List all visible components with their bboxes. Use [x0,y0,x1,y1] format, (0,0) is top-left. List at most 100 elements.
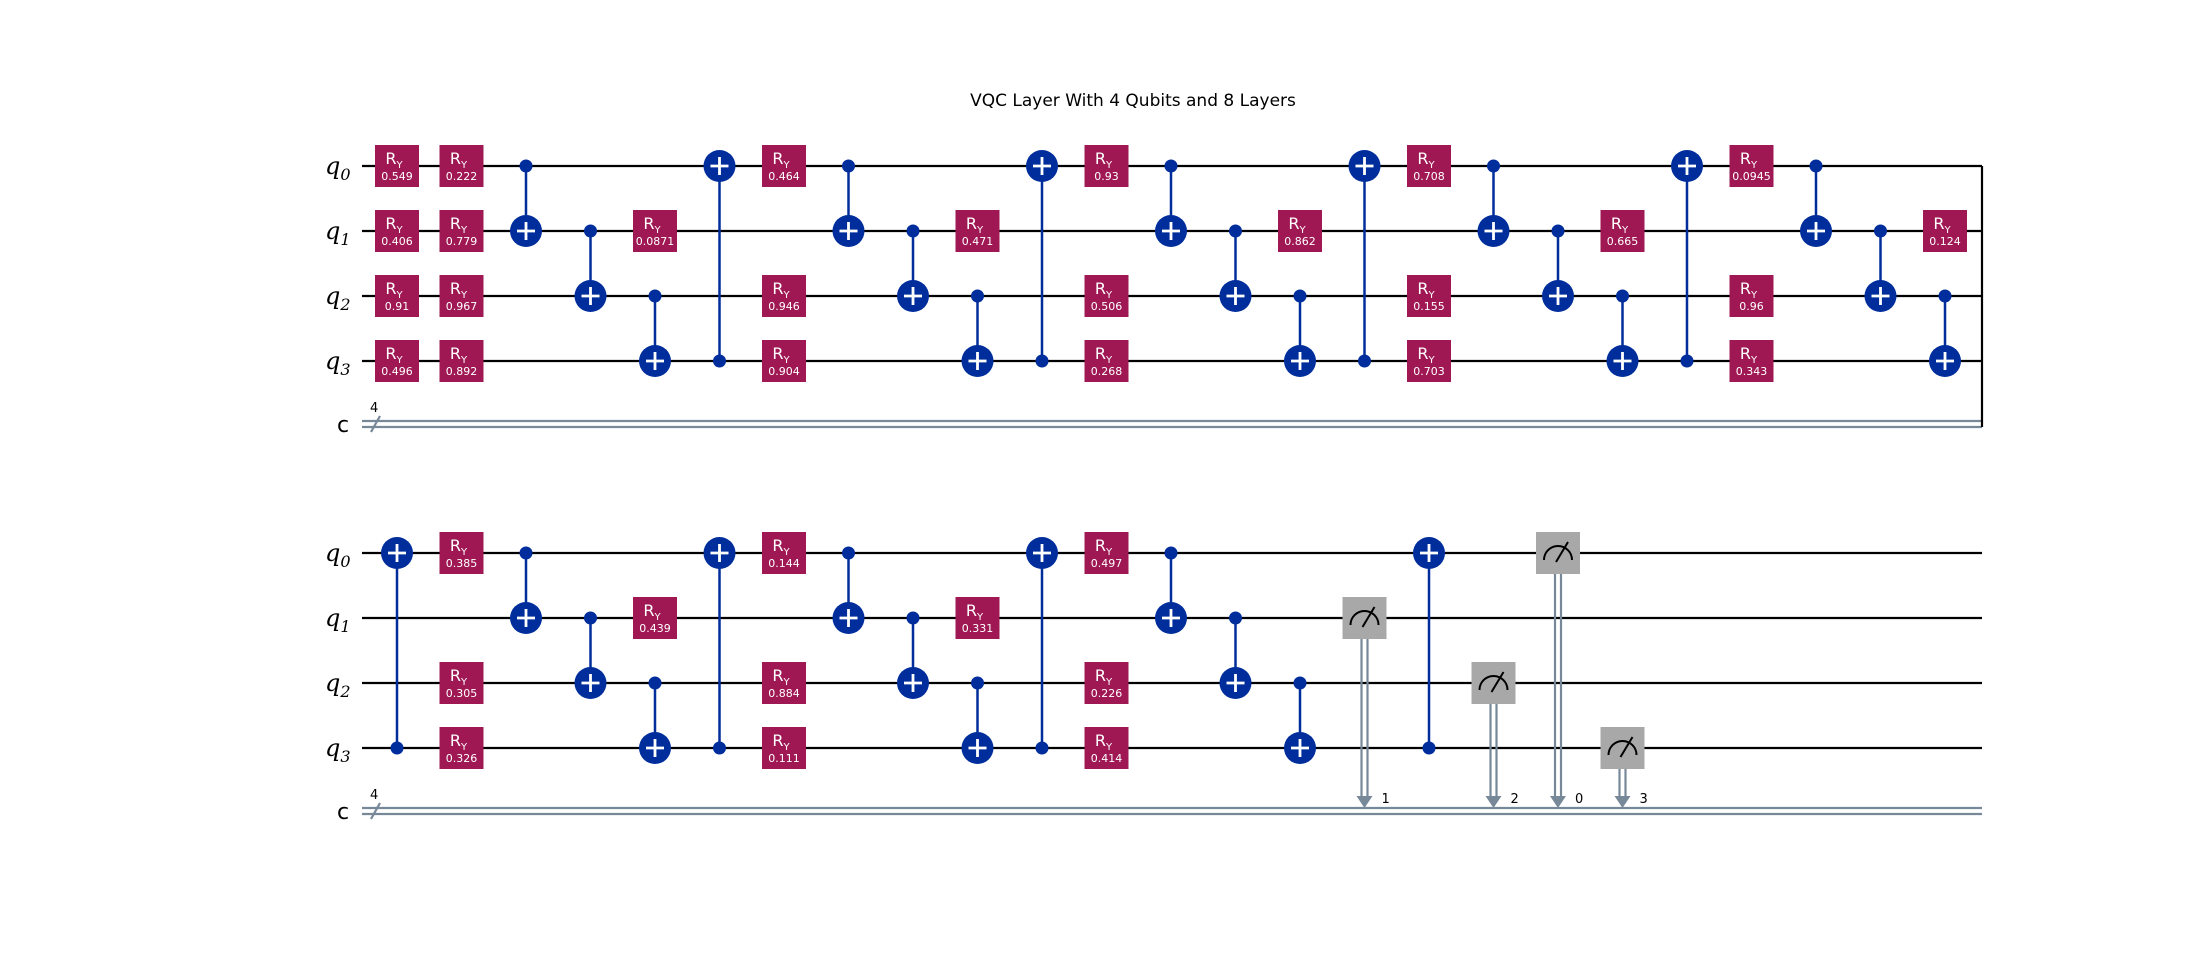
ry-gate-param: 0.779 [446,235,478,248]
ry-gate-label: RY [450,214,468,236]
ry-gate-label: RY [450,666,468,688]
ry-gate-axis: Y [1105,742,1113,753]
cnot-control-dot [1422,741,1436,755]
cnot-control-dot [1487,159,1500,173]
ry-gate-param: 0.268 [1091,365,1123,378]
ry-gate-axis: Y [460,355,468,366]
cnot-gate [897,224,929,312]
ry-gate-axis: Y [460,742,468,753]
ry-gate-box [762,532,806,574]
qubit-label: q0 [325,152,351,184]
ry-gate-name: R [1611,214,1622,233]
ry-gate-axis: Y [783,355,791,366]
ry-gate-param: 0.703 [1413,365,1445,378]
cnot-gate [1026,537,1058,755]
ry-gate-param: 0.0871 [636,235,675,248]
ry-gate-box [1600,210,1645,252]
ry-gate-name: R [385,279,396,298]
cnot-control-dot [1035,354,1049,368]
ry-gate-param: 0.155 [1413,300,1445,313]
ry-gate: RY0.111 [762,727,806,769]
ry-gate-name: R [1417,279,1428,298]
cnot-gate [1155,546,1187,634]
ry-gate: RY0.904 [762,340,806,382]
ry-gate: RY0.144 [762,532,806,574]
ry-gate: RY0.884 [762,662,806,704]
qubit-index: 1 [340,617,350,636]
ry-gate-label: RY [385,214,403,236]
cnot-gate [703,537,736,755]
ry-gate-name: R [1095,149,1106,168]
ry-gate-box [1923,210,1967,252]
cnot-gate [1477,159,1510,247]
cnot-control-dot [971,289,984,303]
cnot-control-dot [1551,224,1565,238]
qubit-label: q2 [325,282,351,314]
cnot-gate [1542,224,1574,312]
circuit-title: VQC Layer With 4 Qubits and 8 Layers [970,91,1296,111]
ry-gate-name: R [1095,731,1106,750]
qubit-name: q [325,669,340,697]
ry-gate-box [439,145,484,187]
measure-gate: 3 [1600,727,1648,808]
ry-gate: RY0.471 [955,210,1000,252]
ry-gate: RY0.414 [1084,727,1129,769]
ry-gate-label: RY [1740,149,1758,171]
cnot-gate [1671,150,1703,368]
ry-gate-label: RY [1095,666,1113,688]
cnot-control-dot [906,224,920,238]
ry-gate-name: R [1740,279,1751,298]
ry-gate-label: RY [772,731,790,753]
ry-gate-label: RY [385,149,403,171]
cnot-gate [1155,159,1187,247]
cnot-gate [1606,289,1639,377]
cnot-control-dot [1035,741,1049,755]
cnot-gate [897,611,929,699]
ry-gate: RY0.665 [1600,210,1645,252]
ry-gate: RY0.222 [439,145,484,187]
ry-gate: RY0.406 [375,210,419,252]
ry-gate: RY0.268 [1084,340,1129,382]
qubit-label: q3 [325,347,351,379]
qubit-index: 3 [340,747,350,766]
ry-gate-axis: Y [1105,160,1113,171]
ry-gate-name: R [1288,214,1299,233]
cnot-gate [1348,150,1381,368]
ry-gate-axis: Y [396,355,404,366]
ry-gate: RY0.967 [439,275,484,317]
ry-gate-label: RY [1740,344,1758,366]
ry-gate-param: 0.496 [381,365,413,378]
qubit-label: q2 [325,669,351,701]
qubit-index: 2 [339,682,350,701]
meter-icon [1607,740,1638,756]
ry-gate: RY0.946 [762,275,806,317]
qubit-index: 2 [339,295,350,314]
ry-gate-box [375,210,419,252]
cnot-gate [639,289,671,377]
circuit-rows: q0q1q2q3c4RY0.549RY0.406RY0.91RY0.496RY0… [325,145,1984,825]
ry-gate-name: R [772,344,783,363]
cnot-control-dot [1616,289,1629,303]
ry-gate-box [633,597,677,639]
ry-gate-axis: Y [783,547,791,558]
ry-gate-name: R [450,214,461,233]
meter-icon [1478,675,1509,691]
ry-gate-name: R [643,601,654,620]
ry-gate-label: RY [772,149,790,171]
ry-gate-param: 0.222 [446,170,478,183]
cnot-control-dot [842,546,855,560]
ry-gate-box [955,597,1000,639]
ry-gate-param: 0.124 [1929,235,1961,248]
ry-gate-box [1407,145,1451,187]
ry-gate-box [762,275,806,317]
ry-gate: RY0.385 [439,532,484,574]
ry-gate-name: R [1740,344,1751,363]
qubit-name: q [325,217,340,245]
qubit-index: 0 [340,552,350,571]
ry-gate-label: RY [966,601,984,623]
ry-gate-label: RY [966,214,984,236]
ry-gate-axis: Y [396,160,404,171]
ry-gate-param: 0.497 [1091,557,1123,570]
meter-needle-icon [1555,541,1569,563]
